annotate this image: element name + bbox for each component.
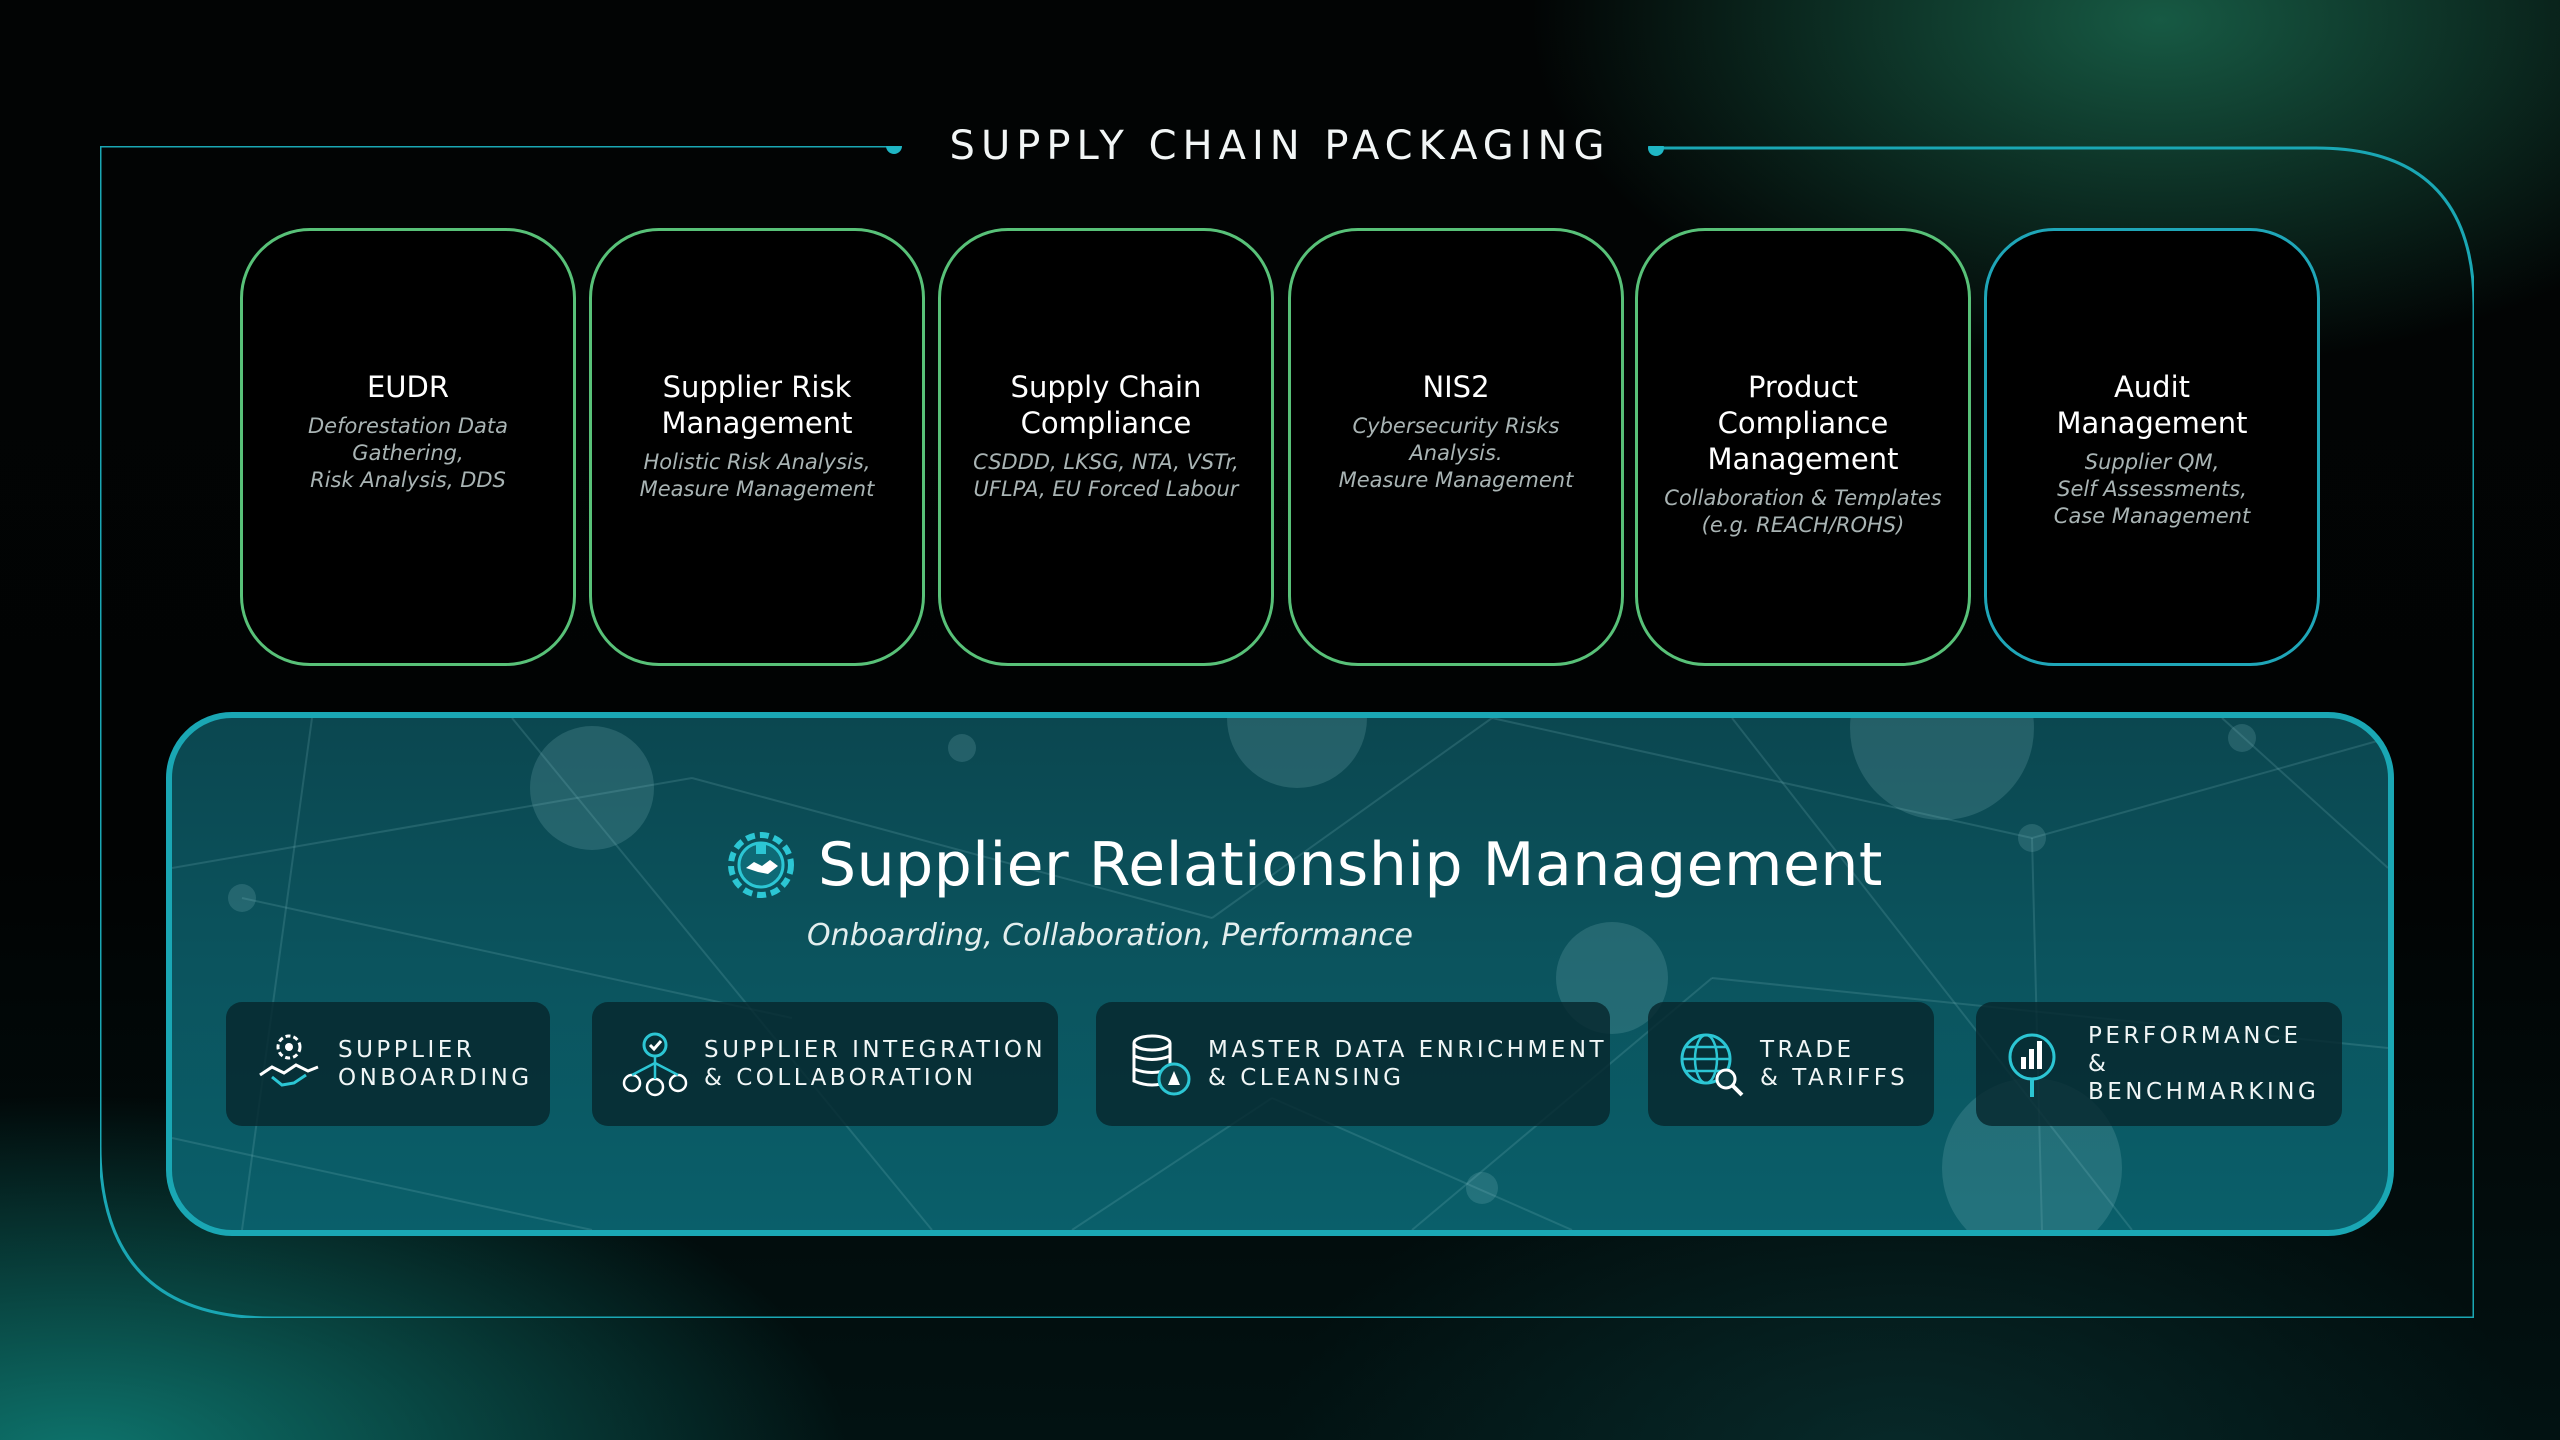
module-title: Supplier Risk Management <box>661 370 853 440</box>
feature-performance-benchmarking[interactable]: PERFORMANCE & BENCHMARKING <box>1976 1002 2342 1126</box>
module-desc: Collaboration & Templates (e.g. REACH/RO… <box>1664 486 1942 537</box>
module-desc: Supplier QM, Self Assessments, Case Mana… <box>2053 450 2251 528</box>
srm-panel: Supplier Relationship Management Onboard… <box>166 712 2394 1236</box>
module-desc: CSDDD, LKSG, NTA, VSTr, UFLPA, EU Forced… <box>973 450 1239 501</box>
module-card-supply-chain-compliance[interactable]: Supply Chain Compliance CSDDD, LKSG, NTA… <box>938 228 1274 666</box>
feature-label: MASTER DATA ENRICHMENT & CLEANSING <box>1208 1037 1608 1091</box>
module-card-eudr[interactable]: EUDR Deforestation Data Gathering, Risk … <box>240 228 576 666</box>
page-title: SUPPLY CHAIN PACKAGING <box>949 123 1611 169</box>
globe-search-icon <box>1680 1033 1744 1097</box>
srm-subtitle: Onboarding, Collaboration, Performance <box>807 918 1413 953</box>
module-card-product-compliance[interactable]: Product Compliance Management Collaborat… <box>1635 228 1971 666</box>
module-cards: EUDR Deforestation Data Gathering, Risk … <box>240 228 2320 666</box>
gear-handshake-icon <box>259 1034 319 1087</box>
feature-label: SUPPLIER ONBOARDING <box>338 1037 533 1091</box>
srm-heading: Supplier Relationship Management <box>718 810 1918 920</box>
feature-label: TRADE & TARIFFS <box>1760 1037 1909 1091</box>
module-desc: Holistic Risk Analysis, Measure Manageme… <box>639 450 875 501</box>
feature-trade-tariffs[interactable]: TRADE & TARIFFS <box>1648 1002 1934 1126</box>
srm-title: Supplier Relationship Management <box>818 830 1883 900</box>
module-desc: Cybersecurity Risks Analysis. Measure Ma… <box>1338 414 1574 492</box>
feature-supplier-integration[interactable]: SUPPLIER INTEGRATION & COLLABORATION <box>592 1002 1058 1126</box>
database-brush-icon <box>1132 1034 1191 1096</box>
module-title: Audit Management <box>2056 370 2248 440</box>
feature-label: PERFORMANCE & BENCHMARKING <box>2088 1023 2320 1105</box>
module-title: Product Compliance Management <box>1707 370 1899 476</box>
feature-master-data[interactable]: MASTER DATA ENRICHMENT & CLEANSING <box>1096 1002 1610 1126</box>
module-card-audit[interactable]: Audit Management Supplier QM, Self Asses… <box>1984 228 2320 666</box>
network-checks-icon <box>622 1032 688 1097</box>
feature-label: SUPPLIER INTEGRATION & COLLABORATION <box>704 1037 1047 1091</box>
network-background <box>172 718 2388 1230</box>
gear-handshake-icon <box>728 832 794 898</box>
module-card-supplier-risk[interactable]: Supplier Risk Management Holistic Risk A… <box>589 228 925 666</box>
module-desc: Deforestation Data Gathering, Risk Analy… <box>308 414 508 492</box>
feature-supplier-onboarding[interactable]: SUPPLIER ONBOARDING <box>226 1002 550 1126</box>
module-title: Supply Chain Compliance <box>1010 370 1202 440</box>
module-title: NIS2 <box>1422 370 1490 404</box>
module-title: EUDR <box>366 370 450 404</box>
chart-magnifier-icon <box>2008 1033 2056 1097</box>
module-card-nis2[interactable]: NIS2 Cybersecurity Risks Analysis. Measu… <box>1288 228 1624 666</box>
